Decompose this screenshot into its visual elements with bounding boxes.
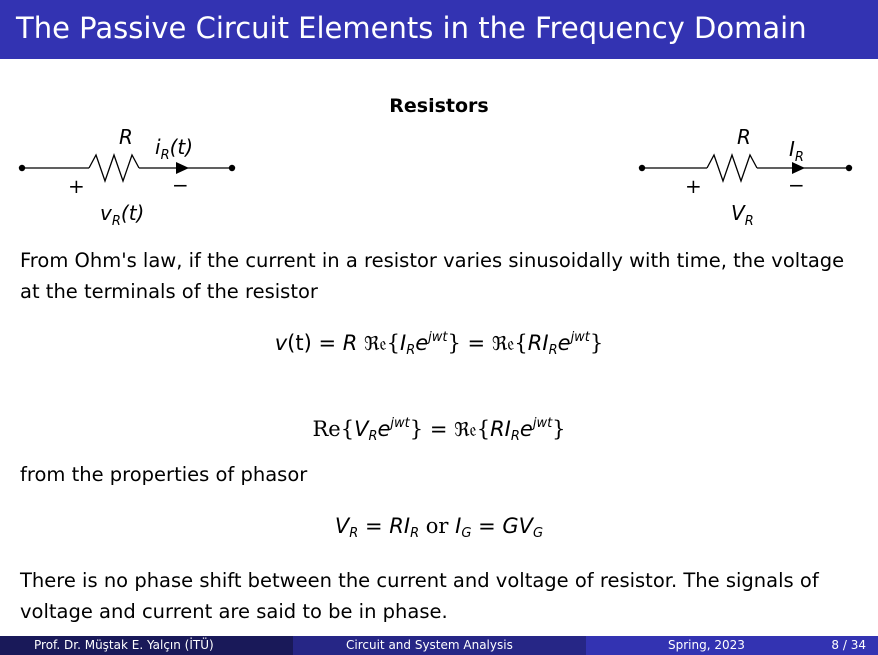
slide-title: The Passive Circuit Elements in the Freq… [16, 11, 807, 45]
title-bar: The Passive Circuit Elements in the Freq… [0, 0, 878, 59]
equation-time-domain: v(t) = R ℜ𝔢{IRejwt} = ℜ𝔢{RIRejwt} [274, 330, 604, 358]
footer-course: Circuit and System Analysis [293, 636, 586, 655]
minus-sign: − [172, 173, 189, 197]
footer-date-page: Spring, 2023 8 / 34 [586, 636, 878, 655]
current-arrow-icon [792, 162, 805, 174]
phasor-properties-text: from the properties of phasor [20, 463, 308, 486]
right-terminal [845, 164, 853, 172]
footer-page-number: 8 / 34 [831, 638, 866, 652]
resistor-label: R [119, 125, 133, 149]
right-terminal [228, 164, 236, 172]
resistor-circuit-time-domain: R iR(t) + − vR(t) [18, 125, 236, 228]
section-heading: Resistors [389, 95, 489, 117]
footer-author: Prof. Dr. Müştak E. Yalçın (İTÜ) [0, 636, 293, 655]
current-arrow-icon [176, 162, 189, 174]
resistor-label: R [737, 125, 751, 149]
plus-sign: + [68, 174, 85, 198]
footer-bar: Prof. Dr. Müştak E. Yalçın (İTÜ) Circuit… [0, 636, 878, 655]
current-label: IR [789, 137, 804, 165]
voltage-label: VR [731, 201, 754, 228]
phase-conclusion-paragraph: There is no phase shift between the curr… [20, 569, 819, 623]
voltage-label: vR(t) [100, 201, 144, 228]
current-label: iR(t) [155, 135, 193, 163]
plus-sign: + [685, 174, 702, 198]
resistor-zigzag [88, 153, 140, 183]
minus-sign: − [788, 173, 805, 197]
equation-phasor-real-part: Re{VRejwt} = ℜ𝔢{RIRejwt} [312, 416, 566, 444]
ohms-law-paragraph: From Ohm's law, if the current in a resi… [20, 249, 845, 303]
resistor-circuit-phasor-domain: R IR + − VR [638, 125, 853, 228]
footer-date: Spring, 2023 [668, 638, 745, 652]
equation-phasor-relation: VR = RIR or IG = GVG [334, 514, 544, 541]
resistor-zigzag [706, 153, 758, 183]
